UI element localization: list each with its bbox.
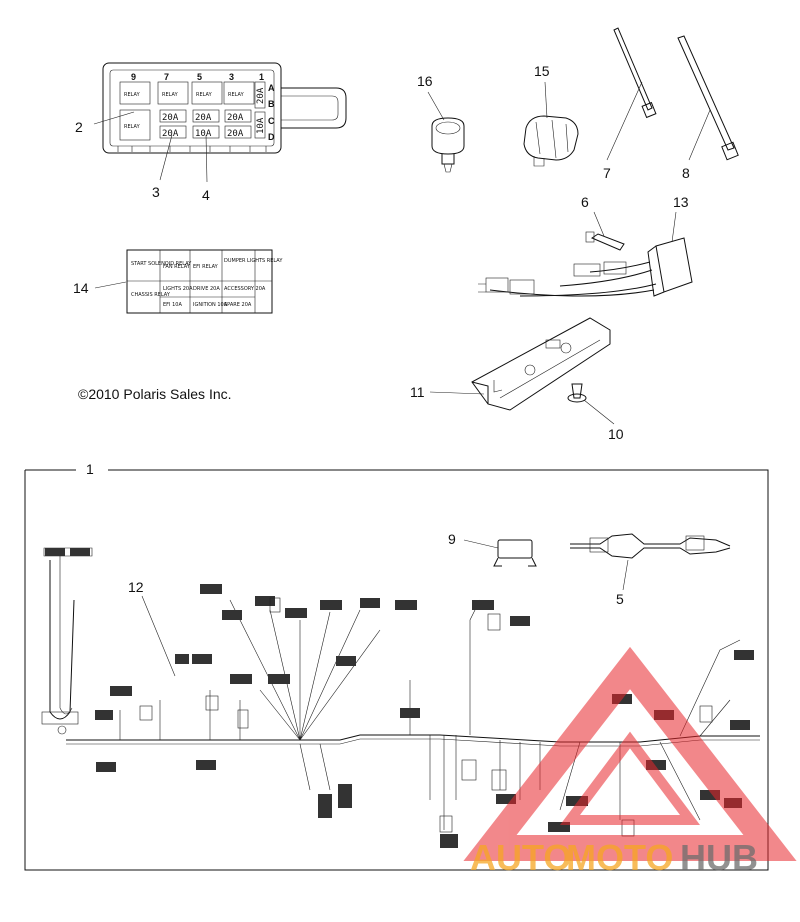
connector-15: [523, 115, 579, 167]
decal-cell: DUMPER LIGHTS RELAY: [224, 258, 283, 264]
rivet-10: [567, 383, 587, 403]
callout-15: 15: [534, 63, 550, 79]
inline-harness-5: [570, 533, 731, 559]
relay-slot: [119, 81, 151, 105]
decal-cell: CHASSIS RELAY: [131, 292, 171, 298]
watermark-logo: [463, 646, 797, 861]
callout-13: 13: [673, 194, 689, 210]
decal-cell: START SOLENOID RELAY: [131, 261, 192, 267]
callout-5: 5: [616, 591, 624, 607]
screw-6: [585, 231, 625, 251]
main-harness-panel: [24, 469, 769, 871]
callout-10: 10: [608, 426, 624, 442]
fuse-value: 20A: [162, 113, 179, 123]
decal-cell: ACCESSORY 20A: [224, 286, 266, 292]
watermark-auto: AUTO: [470, 837, 571, 878]
callout-16: 16: [417, 73, 433, 89]
cable-tie-7: [613, 27, 657, 119]
relay-label: RELAY: [124, 124, 141, 130]
wire-clip-16: [431, 117, 465, 173]
decal-cell: DRIVE 20A: [193, 286, 220, 292]
relay-label: RELAY: [196, 92, 213, 98]
callout-1: 1: [86, 461, 94, 477]
harness-connectors: [57, 597, 713, 837]
callout-6: 6: [581, 194, 589, 210]
callout-8: 8: [682, 165, 690, 181]
decal-cell: LIGHTS 20A: [163, 286, 193, 292]
callout-3: 3: [152, 184, 160, 200]
decal-cell: FAN RELAY: [163, 264, 191, 270]
decal-cell: EFI RELAY: [193, 264, 219, 270]
fuse-decal: START SOLENOID RELAY FAN RELAY EFI RELAY…: [126, 249, 283, 314]
relay-label: RELAY: [124, 92, 141, 98]
fuse-value: 20A: [256, 87, 266, 104]
callout-9: 9: [448, 531, 456, 547]
slot-number: 9: [131, 72, 136, 82]
watermark-hub: HUB: [680, 837, 758, 878]
circuit-breaker-9: [493, 539, 537, 567]
fuse-value: 20A: [195, 113, 212, 123]
fuse-relay-box: 9 7 5 3 1 A B C D RELAY RELAY RELAY RELA…: [102, 62, 347, 154]
callout-14: 14: [73, 280, 89, 296]
row-letter: D: [268, 132, 275, 142]
row-letter: C: [268, 116, 275, 126]
fuse-value: 20A: [162, 129, 179, 139]
watermark-moto: MOTO: [566, 837, 673, 878]
watermark-text: AUTO MOTO HUB: [470, 837, 758, 878]
sub-harness-13: [478, 237, 693, 297]
row-letter-column: A B C D: [268, 83, 275, 142]
slot-number: 5: [197, 72, 202, 82]
callout-7: 7: [603, 165, 611, 181]
bracket-11: [471, 317, 611, 411]
callout-4: 4: [202, 187, 210, 203]
slot-number: 7: [164, 72, 169, 82]
decal-cell: IGNITION 10A: [193, 302, 228, 308]
fuse-value: 10A: [195, 129, 212, 139]
relay-slot: [119, 109, 151, 141]
relay-label: RELAY: [228, 92, 245, 98]
relay-slot: [223, 81, 255, 105]
callout-2: 2: [75, 119, 83, 135]
copyright-notice: ©2010 Polaris Sales Inc.: [78, 386, 232, 402]
decal-cell: SPARE 20A: [224, 302, 252, 308]
relay-slot: [191, 81, 223, 105]
slot-number-row: 9 7 5 3 1: [131, 72, 264, 82]
callout-12: 12: [128, 579, 144, 595]
relay-label: RELAY: [162, 92, 179, 98]
decal-cell: EFI 10A: [163, 302, 182, 308]
fuse-value: 20A: [227, 129, 244, 139]
row-letter: B: [268, 99, 275, 109]
relay-slot: [157, 81, 189, 105]
callout-11: 11: [410, 384, 425, 400]
cable-tie-8: [677, 35, 739, 161]
slot-number: 1: [259, 72, 264, 82]
slot-number: 3: [229, 72, 234, 82]
fuse-value: 10A: [256, 117, 266, 134]
fuse-value: 20A: [227, 113, 244, 123]
row-letter: A: [268, 83, 275, 93]
